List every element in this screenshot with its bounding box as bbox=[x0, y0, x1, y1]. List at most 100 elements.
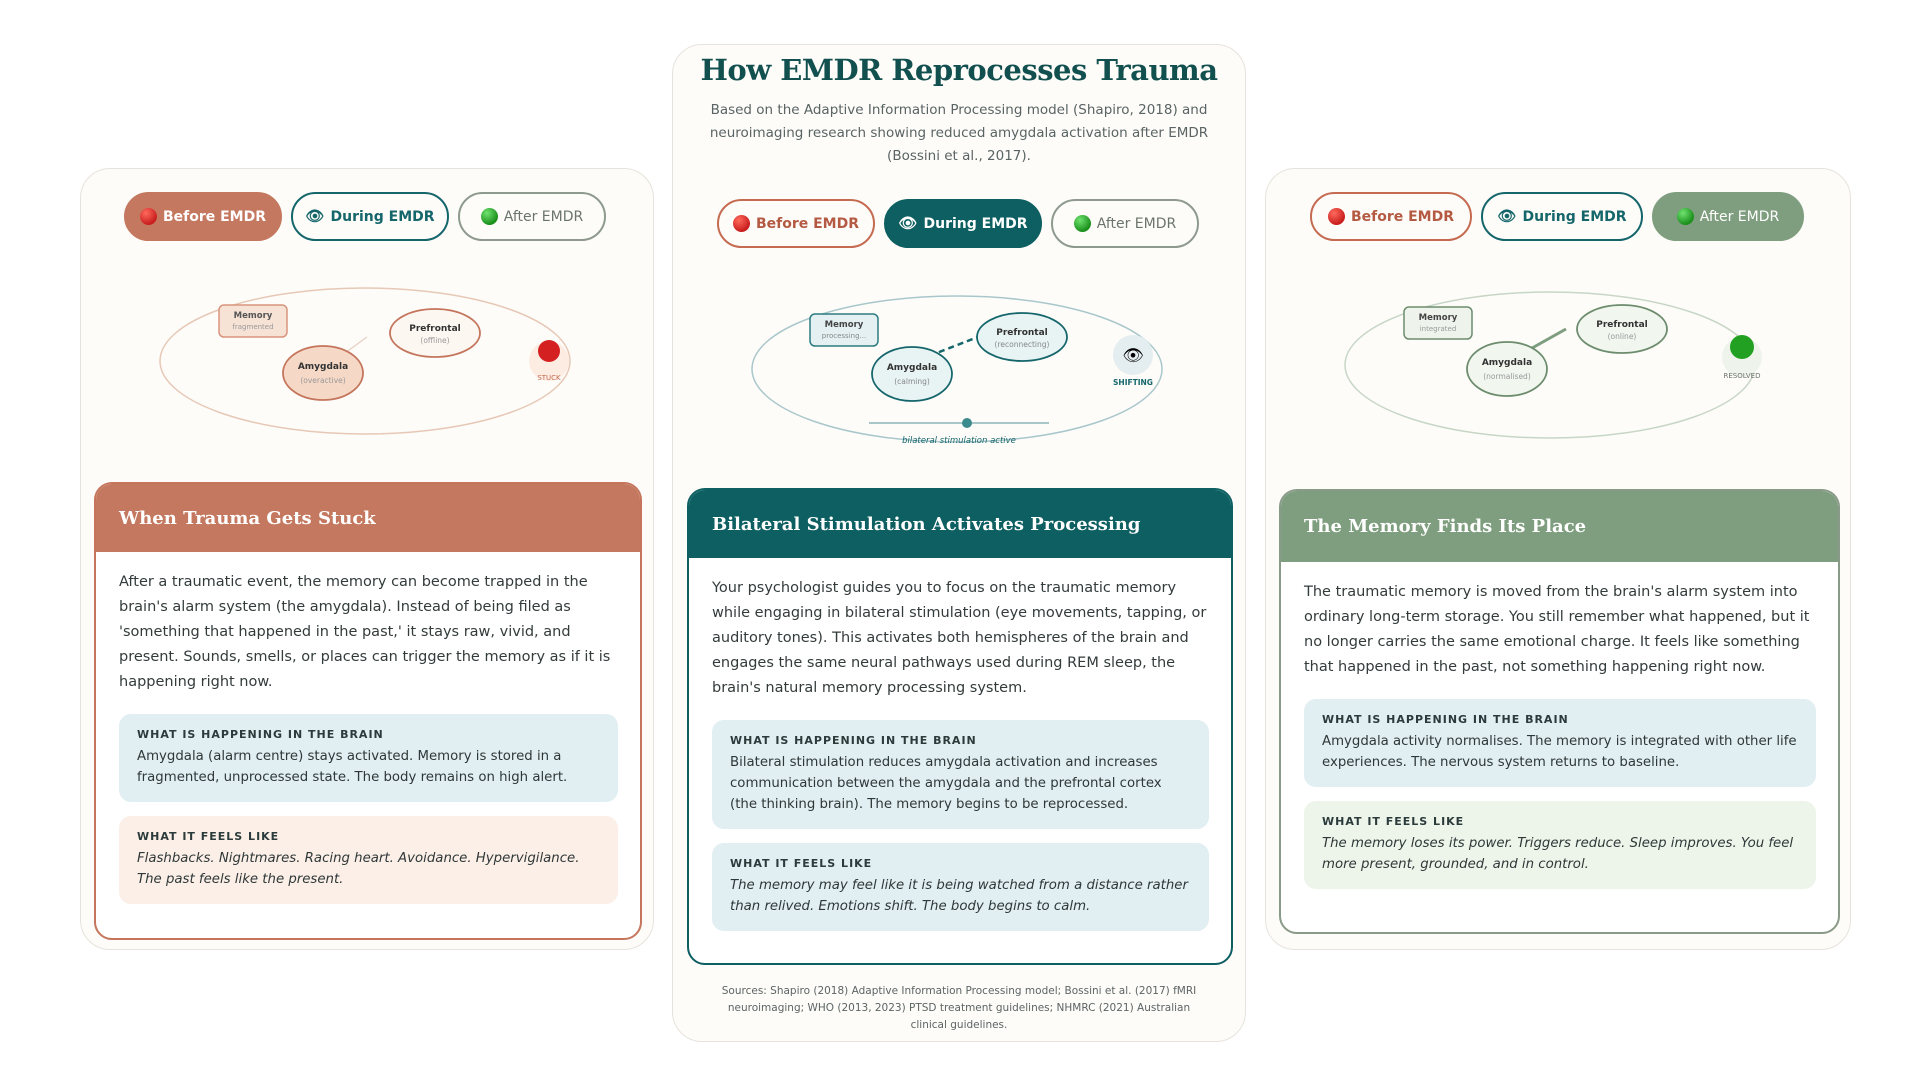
panel-title: Bilateral Stimulation Activates Processi… bbox=[689, 490, 1231, 558]
amygdala-state: (overactive) bbox=[300, 376, 345, 385]
tab-label: After EMDR bbox=[1699, 208, 1780, 225]
brain-text: Amygdala (alarm centre) stays activated.… bbox=[137, 749, 568, 785]
amygdala-state: (calming) bbox=[894, 377, 930, 386]
memory-label: Memory bbox=[825, 320, 864, 330]
prefrontal-node bbox=[1576, 304, 1668, 354]
stage-tabs: Before EMDR 👁 During EMDR After EMDR bbox=[1310, 192, 1804, 241]
panel-body: Your psychologist guides you to focus on… bbox=[712, 580, 1207, 696]
red-dot-icon bbox=[139, 208, 157, 225]
brain-diagram-before: Memory fragmented Prefrontal (offline) A… bbox=[159, 285, 589, 445]
status-label: STUCK bbox=[537, 374, 561, 382]
page-subtitle: Based on the Adaptive Information Proces… bbox=[709, 102, 1209, 164]
amygdala-node bbox=[1466, 341, 1548, 397]
stage-tabs: Before EMDR 👁 During EMDR After EMDR bbox=[717, 199, 1199, 248]
memory-state: fragmented bbox=[232, 323, 273, 331]
feel-box: WHAT IT FEELS LIKE Flashbacks. Nightmare… bbox=[119, 816, 618, 904]
sources-note: Sources: Shapiro (2018) Adaptive Informa… bbox=[721, 985, 1197, 1031]
eye-status-icon: 👁 bbox=[1122, 346, 1144, 366]
stage-tabs: Before EMDR 👁 During EMDR After EMDR bbox=[124, 192, 606, 241]
panel-body: After a traumatic event, the memory can … bbox=[119, 574, 611, 690]
brain-diagram-after: Memory integrated Prefrontal (online) Am… bbox=[1344, 289, 1774, 449]
during-stage-card: How EMDR Reprocesses Trauma Based on the… bbox=[672, 44, 1246, 1042]
feel-heading: WHAT IT FEELS LIKE bbox=[137, 830, 280, 843]
brain-outline bbox=[159, 287, 571, 435]
brain-box: WHAT IS HAPPENING IN THE BRAIN Amygdala … bbox=[119, 714, 618, 802]
prefrontal-label: Prefrontal bbox=[1596, 320, 1648, 330]
green-dot-icon bbox=[480, 208, 498, 225]
panel-body: The traumatic memory is moved from the b… bbox=[1304, 584, 1810, 675]
memory-node bbox=[218, 304, 288, 338]
prefrontal-label: Prefrontal bbox=[409, 324, 461, 334]
page-title: How EMDR Reprocesses Trauma bbox=[700, 53, 1218, 87]
tab-before[interactable]: Before EMDR bbox=[717, 199, 875, 248]
memory-label: Memory bbox=[234, 311, 273, 321]
prefrontal-node bbox=[976, 312, 1068, 362]
stimulation-label: bilateral stimulation active bbox=[902, 436, 1016, 446]
panel-title: When Trauma Gets Stuck bbox=[96, 484, 640, 552]
feel-text: Flashbacks. Nightmares. Racing heart. Av… bbox=[137, 851, 580, 887]
amygdala-label: Amygdala bbox=[887, 363, 937, 373]
tab-after[interactable]: After EMDR bbox=[458, 192, 606, 241]
tab-during[interactable]: 👁 During EMDR bbox=[884, 199, 1042, 248]
tab-label: During EMDR bbox=[1522, 208, 1627, 225]
feel-heading: WHAT IT FEELS LIKE bbox=[730, 857, 873, 870]
tab-before[interactable]: Before EMDR bbox=[1310, 192, 1472, 241]
brain-heading: WHAT IS HAPPENING IN THE BRAIN bbox=[730, 734, 977, 747]
brain-outline bbox=[751, 295, 1163, 443]
memory-node bbox=[809, 313, 879, 347]
feel-text: The memory loses its power. Triggers red… bbox=[1322, 836, 1794, 872]
eye-icon: 👁 bbox=[1497, 207, 1517, 225]
after-stage-card: Before EMDR 👁 During EMDR After EMDR Mem… bbox=[1265, 168, 1851, 950]
before-info-panel: When Trauma Gets Stuck After a traumatic… bbox=[94, 482, 642, 940]
tab-after[interactable]: After EMDR bbox=[1051, 199, 1199, 248]
eye-icon: 👁 bbox=[305, 207, 325, 225]
tab-label: After EMDR bbox=[1096, 215, 1177, 232]
feel-text: The memory may feel like it is being wat… bbox=[730, 878, 1188, 914]
tab-label: Before EMDR bbox=[1350, 208, 1455, 225]
status-glow bbox=[1113, 335, 1153, 375]
brain-box: WHAT IS HAPPENING IN THE BRAIN Amygdala … bbox=[1304, 699, 1816, 787]
brain-text: Amygdala activity normalises. The memory… bbox=[1322, 734, 1797, 770]
status-label: RESOLVED bbox=[1724, 372, 1761, 380]
tab-during[interactable]: 👁 During EMDR bbox=[1481, 192, 1643, 241]
feel-box: WHAT IT FEELS LIKE The memory loses its … bbox=[1304, 801, 1816, 889]
prefrontal-state: (offline) bbox=[420, 336, 449, 345]
prefrontal-label: Prefrontal bbox=[996, 328, 1048, 338]
memory-state: integrated bbox=[1420, 325, 1457, 333]
amygdala-node bbox=[282, 345, 364, 401]
eye-icon: 👁 bbox=[898, 214, 918, 232]
tab-after[interactable]: After EMDR bbox=[1652, 192, 1804, 241]
tab-label: Before EMDR bbox=[755, 215, 860, 232]
prefrontal-node bbox=[389, 308, 481, 358]
tab-label: After EMDR bbox=[503, 208, 584, 225]
during-info-panel: Bilateral Stimulation Activates Processi… bbox=[687, 488, 1233, 965]
tab-label: During EMDR bbox=[330, 208, 435, 225]
brain-text: Bilateral stimulation reduces amygdala a… bbox=[730, 755, 1162, 812]
memory-label: Memory bbox=[1419, 313, 1458, 323]
after-info-panel: The Memory Finds Its Place The traumatic… bbox=[1279, 489, 1840, 934]
green-dot-icon bbox=[1676, 208, 1694, 225]
brain-diagram-during: Memory processing... Prefrontal (reconne… bbox=[751, 293, 1181, 463]
brain-heading: WHAT IS HAPPENING IN THE BRAIN bbox=[1322, 713, 1569, 726]
memory-state: processing... bbox=[822, 332, 866, 340]
amygdala-node bbox=[871, 346, 953, 402]
green-status-light-icon bbox=[1730, 335, 1754, 359]
prefrontal-state: (reconnecting) bbox=[995, 340, 1050, 349]
before-stage-card: Before EMDR 👁 During EMDR After EMDR Mem… bbox=[80, 168, 654, 950]
tab-during[interactable]: 👁 During EMDR bbox=[291, 192, 449, 241]
red-status-light-icon bbox=[538, 340, 560, 362]
memory-node bbox=[1403, 306, 1473, 340]
brain-box: WHAT IS HAPPENING IN THE BRAIN Bilateral… bbox=[712, 720, 1209, 829]
amygdala-label: Amygdala bbox=[1482, 358, 1532, 368]
red-dot-icon bbox=[732, 215, 750, 232]
prefrontal-state: (online) bbox=[1608, 332, 1637, 341]
tab-before[interactable]: Before EMDR bbox=[124, 192, 282, 241]
brain-heading: WHAT IS HAPPENING IN THE BRAIN bbox=[137, 728, 384, 741]
tab-label: Before EMDR bbox=[162, 208, 267, 225]
red-dot-icon bbox=[1327, 208, 1345, 225]
stimulation-dot bbox=[962, 418, 972, 428]
panel-title: The Memory Finds Its Place bbox=[1281, 491, 1838, 562]
amygdala-state: (normalised) bbox=[1483, 372, 1531, 381]
feel-box: WHAT IT FEELS LIKE The memory may feel l… bbox=[712, 843, 1209, 931]
green-dot-icon bbox=[1073, 215, 1091, 232]
